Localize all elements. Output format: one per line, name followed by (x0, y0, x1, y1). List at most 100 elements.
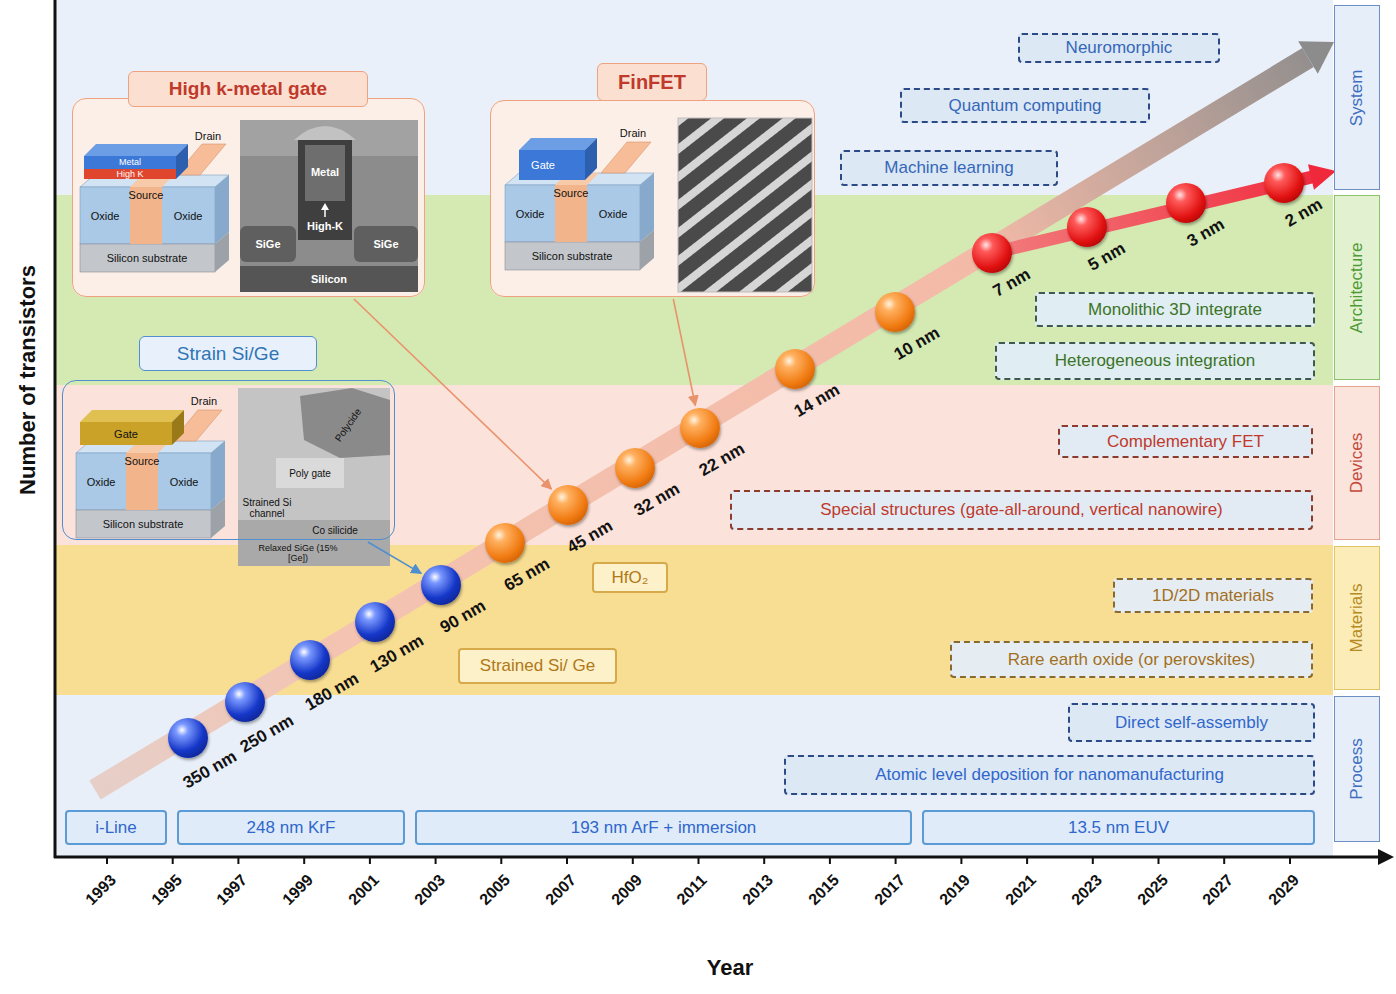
panel-heading: Strain Si/Ge (139, 336, 317, 371)
x-axis (54, 856, 1380, 859)
trend-box: Special structures (gate-all-around, ver… (730, 490, 1313, 530)
panel-heading: FinFET (597, 63, 707, 101)
panel-fill (72, 98, 425, 297)
technology-node-dot: 2 nm (1264, 163, 1304, 203)
poly-gate (80, 410, 184, 445)
category-label: Process (1334, 696, 1380, 842)
gate-side (176, 144, 188, 179)
part-label: Oxide (599, 208, 628, 220)
metal-fill (305, 145, 345, 201)
box-text: 1D/2D materials (1152, 586, 1274, 606)
category-label: Architecture (1334, 195, 1380, 380)
year-tick-label: 1995 (148, 871, 186, 909)
part-label: SiGe (373, 238, 398, 250)
year-tick-label: 2023 (1068, 871, 1106, 909)
technology-node-dot: 65 nm (485, 523, 525, 563)
trend-box: HfO₂ (592, 562, 668, 593)
trend-arrow (95, 58, 1308, 791)
year-tick-label: 1993 (82, 871, 120, 909)
part-label: Co silicide (312, 525, 358, 536)
relaxed-sige-region (238, 520, 390, 566)
leader-arrow (368, 542, 421, 573)
part-label: Drain (191, 395, 217, 407)
node-size-label: 350 nm (180, 747, 241, 794)
year-tick-label: 2009 (608, 871, 646, 909)
gate-top (84, 144, 188, 156)
figure-panel: FinFET (490, 100, 815, 297)
transistor-schematic (80, 144, 229, 272)
axis-title: Number of transistors (15, 265, 41, 495)
technology-node-dot: 130 nm (355, 602, 395, 642)
gate-front (80, 422, 172, 445)
sige-region (240, 226, 296, 262)
part-label: Oxide (91, 210, 120, 222)
part-label: Silicon substrate (103, 518, 184, 530)
part-label: Poly gate (289, 468, 331, 479)
transistor-schematic (76, 410, 225, 538)
box-text: Direct self-assembly (1115, 713, 1268, 733)
box-text: 193 nm ArF + immersion (571, 818, 757, 838)
year-tick-label: 2029 (1265, 871, 1303, 909)
year-tick-label: 2021 (1002, 871, 1040, 909)
year-tick-label: 1999 (279, 871, 317, 909)
trend-box: Direct self-assembly (1068, 703, 1315, 742)
trend-box: Machine learning (840, 150, 1058, 186)
node-size-label: 3 nm (1184, 214, 1228, 251)
part-label: Metal (311, 166, 339, 178)
category-text: Devices (1347, 433, 1367, 493)
figure-panel: High k-metal gate (72, 98, 425, 297)
node-size-label: 32 nm (631, 479, 684, 521)
gate-top (519, 138, 597, 150)
trend-box: Quantum computing (900, 88, 1150, 123)
node-size-label: 130 nm (367, 631, 428, 678)
panel-title: Strain Si/Ge (177, 343, 279, 365)
year-tick-label: 2019 (936, 871, 974, 909)
category-label: Materials (1334, 546, 1380, 690)
trend-box: Atomic level deposition for nanomanufact… (784, 755, 1315, 795)
trend-box: i-Line (65, 810, 167, 845)
box-text: Quantum computing (948, 96, 1101, 116)
year-tick-label: 2025 (1134, 871, 1172, 909)
spacer-cap (294, 126, 356, 140)
leader-arrow (354, 299, 551, 489)
y-axis (54, 0, 57, 858)
technology-node-dot: 350 nm (168, 718, 208, 758)
gate-trench (298, 140, 352, 240)
technology-node-dot: 7 nm (972, 233, 1012, 273)
hkmg-micrograph (240, 120, 418, 292)
trend-box: 1D/2D materials (1113, 578, 1313, 613)
high-k-layer (84, 169, 176, 179)
box-text: HfO₂ (612, 568, 649, 588)
x-axis-arrowhead (1378, 849, 1394, 865)
trend-box: Rare earth oxide (or perovskites) (950, 641, 1313, 678)
trend-arrowhead (1298, 41, 1334, 74)
node-size-label: 7 nm (990, 264, 1034, 301)
trend-box: Heterogeneous integration (995, 342, 1315, 380)
node-size-label: 45 nm (564, 516, 617, 558)
part-label: Source (125, 455, 160, 467)
axis-title: Year (707, 955, 754, 981)
part-label: Drain (195, 130, 221, 142)
year-tick-label: 2005 (476, 871, 514, 909)
box-text: Rare earth oxide (or perovskites) (1008, 650, 1256, 670)
technology-node-dot: 10 nm (875, 292, 915, 332)
category-text: System (1347, 69, 1367, 126)
panel-title: High k-metal gate (169, 78, 327, 100)
year-tick-label: 2007 (542, 871, 580, 909)
transistor-schematic (505, 142, 654, 270)
node-size-label: 65 nm (501, 554, 554, 596)
part-label: Relaxed SiGe (15% [Ge]) (250, 544, 346, 564)
year-tick-label: 2003 (411, 871, 449, 909)
sige-region (354, 226, 418, 262)
gate-side (172, 410, 184, 445)
hkmg-gate-stack (84, 144, 188, 179)
year-tick-label: 2015 (805, 871, 843, 909)
box-text: Neuromorphic (1066, 38, 1173, 58)
part-label: High K (116, 169, 143, 179)
trend-box: Monolithic 3D integrate (1035, 292, 1315, 327)
poly-gate-region (276, 458, 344, 488)
box-text: 248 nm KrF (247, 818, 336, 838)
technology-node-dot: 5 nm (1067, 207, 1107, 247)
